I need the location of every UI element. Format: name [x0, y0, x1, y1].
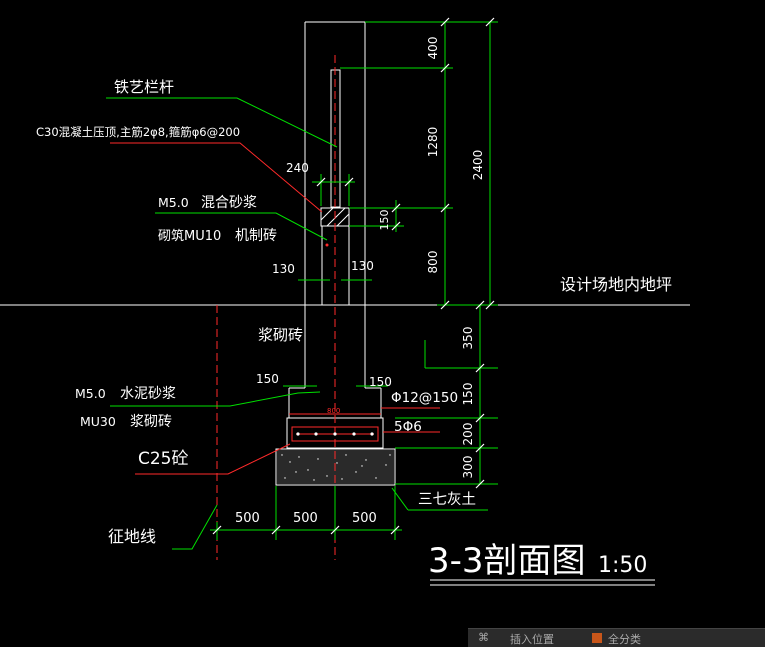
dim-150-left: 150	[256, 372, 279, 386]
leader-lines-green	[106, 97, 488, 550]
label-grout-brick: 浆砌砖	[258, 326, 303, 344]
label-mortar1-grade: M5.0	[158, 195, 189, 210]
label-brick2-name: 浆砌砖	[130, 414, 172, 430]
dim-400: 400	[426, 37, 440, 60]
cap-rebar-dots	[325, 243, 329, 247]
dim-130-right: 130	[351, 259, 374, 273]
label-brick1-name: 机制砖	[235, 228, 277, 244]
leader-lines-red	[110, 142, 440, 475]
label-rebar-dist: 5Φ6	[394, 419, 422, 435]
dim-150-cap: 150	[378, 210, 391, 231]
dimension-ticks	[212, 17, 495, 535]
dim-240: 240	[286, 161, 309, 175]
dim-1280: 1280	[426, 127, 440, 158]
label-brick1: 砌筑MU10	[158, 228, 221, 244]
category-icon	[592, 633, 602, 643]
status-item-insert[interactable]: 插入位置	[510, 633, 554, 646]
label-mortar1-name: 混合砂浆	[201, 195, 257, 211]
drawing-scale: 1:50	[598, 553, 647, 578]
label-boundary: 征地线	[108, 527, 156, 546]
wall-outline	[0, 21, 690, 486]
dimension-lines	[210, 21, 498, 540]
status-item-category[interactable]: 全分类	[608, 633, 641, 646]
dim-500-a: 500	[235, 511, 260, 526]
dim-500-c: 500	[352, 511, 377, 526]
dim-150-vertical: 150	[461, 383, 475, 406]
status-bar: ⌘ 插入位置 全分类	[468, 628, 765, 647]
dim-150-right: 150	[369, 375, 392, 389]
dim-500-b: 500	[293, 511, 318, 526]
dim-2400: 2400	[471, 150, 485, 181]
dim-130-left: 130	[272, 262, 295, 276]
drawing-title: 3-3剖面图	[428, 541, 586, 581]
lime-soil-dots	[281, 454, 391, 481]
dim-350: 350	[461, 327, 475, 350]
annotations: 铁艺栏杆 C30混凝土压顶,主筋2φ8,箍筋φ6@200 M5.0 混合砂浆 砌…	[36, 37, 672, 546]
insert-icon[interactable]: ⌘	[478, 631, 489, 644]
coping-hatch	[320, 207, 350, 227]
label-coping: C30混凝土压顶,主筋2φ8,箍筋φ6@200	[36, 125, 240, 139]
brick-wall	[321, 226, 350, 305]
label-rebar-main: Φ12@150	[391, 390, 458, 406]
label-railing: 铁艺栏杆	[114, 78, 174, 96]
center-lines	[216, 55, 336, 560]
label-lime-soil: 三七灰土	[418, 491, 476, 508]
label-concrete: C25砼	[138, 449, 189, 469]
label-mortar2-name: 水泥砂浆	[120, 386, 176, 402]
dim-800-width: 800	[327, 407, 340, 415]
railing-post	[330, 69, 341, 208]
dim-800-height: 800	[426, 251, 440, 274]
dim-200: 200	[461, 423, 475, 446]
dim-300: 300	[461, 456, 475, 479]
label-mortar2-grade: M5.0	[75, 386, 106, 401]
title-underline	[430, 579, 655, 586]
label-brick2-grade: MU30	[80, 414, 116, 429]
rebar-dots	[296, 432, 374, 436]
label-ground-level: 设计场地内地坪	[560, 275, 672, 294]
